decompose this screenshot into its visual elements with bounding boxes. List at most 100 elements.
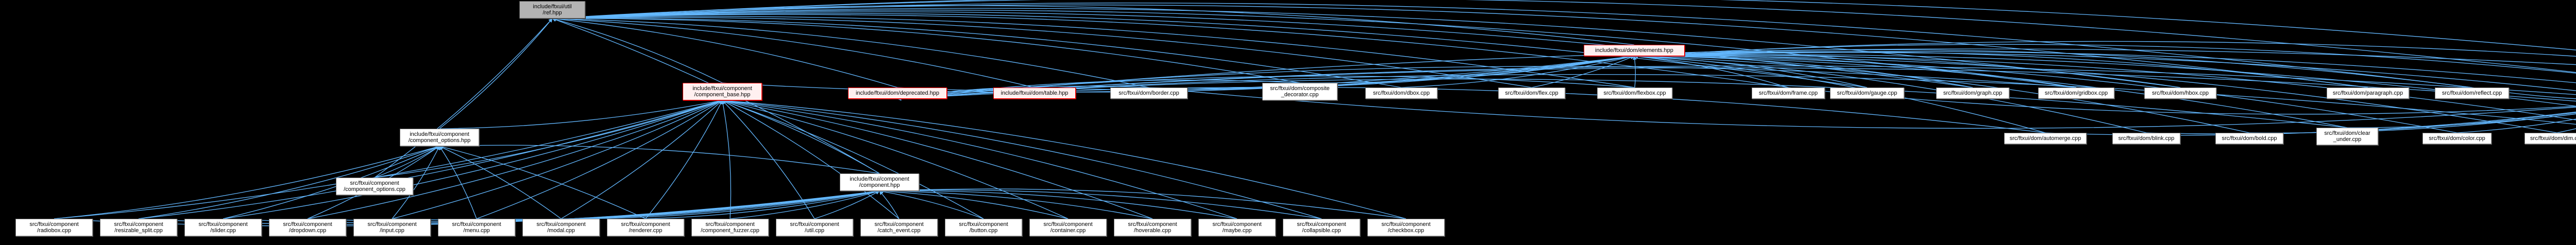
graph-edge [552,16,1402,88]
graph-edge [2347,113,2576,128]
graph-edge [552,16,1635,88]
graph-node[interactable]: src/ftxui/dom/reflect.cpp [2435,87,2509,99]
graph-edge [552,16,1149,88]
graph-edge [54,99,723,219]
graph-node[interactable]: src/ftxui/component /component_options.c… [336,178,413,195]
graph-edge [392,189,880,221]
graph-node[interactable]: src/ftxui/component /checkbox.cpp [1367,219,1445,236]
graph-edge [645,189,880,219]
graph-edge [879,189,1238,219]
graph-edge [1299,55,1635,83]
graph-node[interactable]: src/ftxui/component /resizable_split.cpp [100,219,177,236]
graph-edge [552,5,1635,45]
graph-edge [476,100,723,219]
graph-edge [561,100,723,219]
graph-node[interactable]: include/ftxui/component /component.hpp [840,173,919,191]
graph-node[interactable]: src/ftxui/dom/clear _under.cpp [2316,128,2378,145]
graph-edge [1634,54,1789,88]
graph-node[interactable]: src/ftxui/dom/frame.cpp [1752,87,1825,99]
graph-edge [722,98,1322,219]
graph-edge [730,190,880,219]
graph-node[interactable]: include/ftxui/component /component_optio… [400,129,479,146]
graph-node[interactable]: src/ftxui/dom/dim.cpp [2524,133,2576,144]
graph-edge [722,99,1069,219]
graph-node[interactable]: src/ftxui/component /catch_event.cpp [860,219,938,236]
graph-node[interactable]: src/ftxui/dom/graph.cpp [1936,87,2009,99]
graph-node[interactable]: src/ftxui/component /component_fuzzer.cp… [691,219,769,236]
graph-edge [552,4,2368,88]
graph-edge [2045,111,2576,136]
graph-edge [722,99,984,219]
graph-edge [722,100,900,219]
graph-edge [561,189,880,219]
graph-edge [439,18,553,129]
graph-node[interactable]: src/ftxui/dom/gridbox.cpp [2038,87,2114,99]
graph-node[interactable]: src/ftxui/component /radiobox.cpp [15,219,93,236]
graph-edge [552,16,1532,88]
graph-edge [1634,54,2181,88]
graph-edge [223,99,723,219]
graph-edge [722,99,1238,219]
graph-node[interactable]: src/ftxui/component /slider.cpp [184,219,262,236]
graph-node[interactable]: src/ftxui/dom/automerge.cpp [2004,133,2087,144]
graph-node[interactable]: src/ftxui/component /hoverable.cpp [1114,219,1191,236]
graph-node[interactable]: src/ftxui/component /modal.cpp [522,219,600,236]
graph-node[interactable]: src/ftxui/component /menu.cpp [438,219,515,236]
graph-edge [722,98,1406,219]
graph-node[interactable]: src/ftxui/component /input.cpp [353,219,431,236]
graph-node[interactable]: src/ftxui/dom/gauge.cpp [1830,87,1904,99]
graph-edge [1634,44,2576,74]
graph-node[interactable]: src/ftxui/component /container.cpp [1029,219,1107,236]
graph-edge [897,79,1300,100]
graph-edge [722,54,1635,93]
graph-node[interactable]: src/ftxui/component /button.cpp [945,219,1022,236]
graph-node[interactable]: include/ftxui/dom/elements.hpp [1584,45,1685,56]
graph-node[interactable]: src/ftxui/dom/border.cpp [1110,87,1188,99]
graph-node[interactable]: include/ftxui/dom/table.hpp [993,87,1076,99]
graph-node[interactable]: src/ftxui/component /dropdown.cpp [269,219,346,236]
graph-edge [439,145,646,219]
graph-edge [879,188,1322,219]
graph-node[interactable]: src/ftxui/dom/composite _decorator.cpp [1262,83,1337,100]
graph-edge [138,99,723,219]
graph-node[interactable]: src/ftxui/component /util.cpp [776,219,853,236]
graph-edge [552,18,723,83]
graph-edge [552,16,1300,83]
graph-edge [439,99,723,129]
graph-node[interactable]: include/ftxui/component /component_base.… [683,83,762,100]
graph-edge [1401,55,1635,88]
graph-edge [552,16,1035,88]
graph-edge [552,0,2576,50]
graph-node[interactable]: src/ftxui/dom/hbox.cpp [2144,87,2216,99]
graph-edge [307,99,723,219]
graph-node[interactable]: src/ftxui/dom/color.cpp [2422,133,2492,144]
graph-edge [897,78,2348,128]
graph-node[interactable]: src/ftxui/dom/paragraph.cpp [2327,87,2409,99]
graph-edge [374,18,553,178]
graph-node[interactable]: src/ftxui/dom/flexbox.cpp [1597,87,1672,99]
graph-edge [223,189,880,223]
graph-node[interactable]: src/ftxui/component /maybe.cpp [1198,219,1276,236]
graph-edge [439,144,880,174]
graph-node[interactable]: include/ftxui/util /ref.hpp [519,1,585,19]
graph-node[interactable]: src/ftxui/dom/bold.cpp [2215,133,2283,144]
graph-node[interactable]: src/ftxui/component /renderer.cpp [607,219,684,236]
graph-edge [1634,49,2472,88]
graph-node[interactable]: src/ftxui/component /collapsible.cpp [1283,219,1360,236]
graph-edge [879,188,1406,219]
graph-edge [2456,118,2576,133]
graph-edge [722,100,815,219]
graph-edge [814,190,880,219]
graph-edge [1634,54,1973,88]
graph-edge [1633,56,1637,88]
graph-node[interactable]: src/ftxui/dom/flex.cpp [1498,87,1565,99]
graph-edge [374,146,440,178]
graph-edge [1634,54,2077,88]
graph-edge [721,100,732,219]
graph-node[interactable]: src/ftxui/dom/blink.cpp [2112,133,2180,144]
graph-edge [1148,55,1635,89]
graph-node[interactable]: include/ftxui/dom/deprecated.hpp [848,87,947,99]
graph-node[interactable]: src/ftxui/dom/dbox.cpp [1365,87,1437,99]
